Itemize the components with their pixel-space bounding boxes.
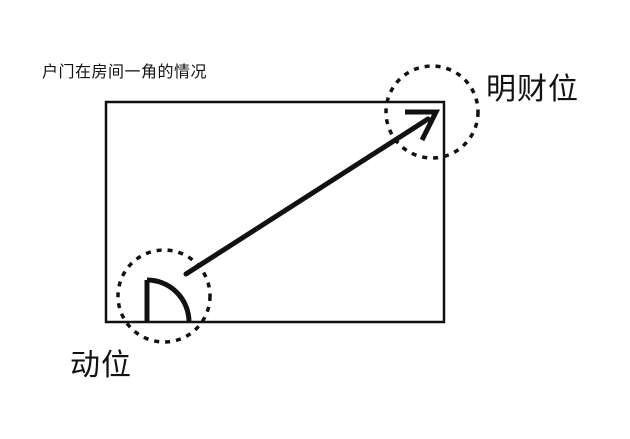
wealth-position-circle xyxy=(384,64,480,160)
door-position-label: 动位 xyxy=(70,348,132,383)
door-symbol xyxy=(144,277,192,323)
diagonal-arrow xyxy=(183,109,441,277)
door-swing-arc xyxy=(146,277,192,323)
room-outline xyxy=(104,100,446,324)
door-position-circle xyxy=(116,248,212,344)
arrow-shaft xyxy=(183,116,431,277)
arrow-head xyxy=(405,109,441,142)
diagram-caption: 户门在房间一角的情况 xyxy=(42,62,208,81)
wealth-position-label: 明财位 xyxy=(486,72,579,107)
